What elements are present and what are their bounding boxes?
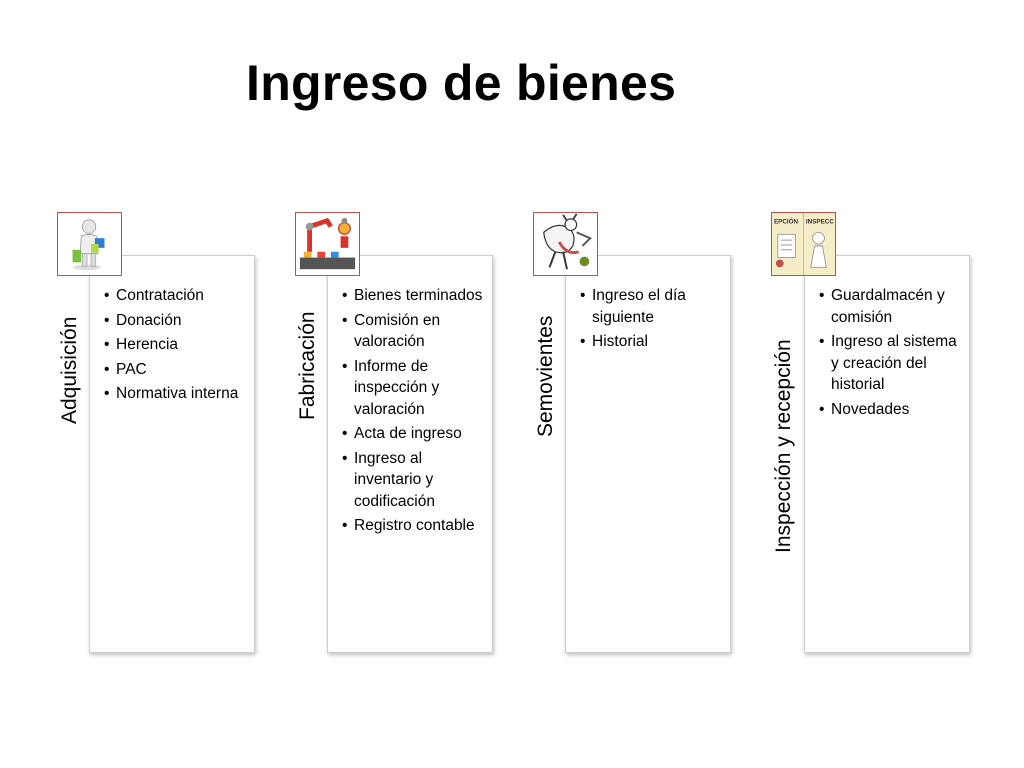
list-item: Ingreso al sistema y creación del histor… [818, 331, 963, 396]
label-semovientes: Semovientes [534, 285, 568, 585]
list-item: Ingreso el día siguiente [579, 285, 724, 328]
label-adquisicion: Adquisición [58, 285, 92, 585]
list-item: Historial [579, 331, 724, 353]
card-inspeccion: Guardalmacén y comisión Ingreso al siste… [804, 255, 970, 653]
person-shopping-icon [57, 212, 122, 276]
list-item: Bienes terminados [341, 285, 486, 307]
icon-caption: EPCIÓN [774, 217, 799, 226]
column-label: Inspección y recepción [772, 339, 795, 553]
column-label: Fabricación [296, 311, 319, 420]
list-item: Herencia [103, 334, 248, 356]
card-fabricacion: Bienes terminados Comisión en valoración… [327, 255, 493, 653]
card-list: Guardalmacén y comisión Ingreso al siste… [805, 256, 969, 420]
list-item: Contratación [103, 285, 248, 307]
factory-robot-icon [295, 212, 360, 276]
list-item: PAC [103, 359, 248, 381]
running-animal-icon [533, 212, 598, 276]
card-list: Contratación Donación Herencia PAC Norma… [90, 256, 254, 405]
inspection-documents-icon: EPCIÓN INSPECC [771, 212, 836, 276]
card-list: Ingreso el día siguiente Historial [566, 256, 730, 353]
card-list: Bienes terminados Comisión en valoración… [328, 256, 492, 537]
column-label: Semovientes [534, 315, 557, 437]
label-fabricacion: Fabricación [296, 285, 330, 585]
column-label: Adquisición [58, 316, 81, 424]
list-item: Novedades [818, 399, 963, 421]
card-adquisicion: Contratación Donación Herencia PAC Norma… [89, 255, 255, 653]
list-item: Acta de ingreso [341, 423, 486, 445]
list-item: Ingreso al inventario y codificación [341, 448, 486, 513]
list-item: Normativa interna [103, 383, 248, 405]
list-item: Guardalmacén y comisión [818, 285, 963, 328]
list-item: Registro contable [341, 515, 486, 537]
list-item: Comisión en valoración [341, 310, 486, 353]
list-item: Informe de inspección y valoración [341, 356, 486, 421]
label-inspeccion: Inspección y recepción [772, 285, 806, 585]
page-title: Ingreso de bienes [246, 55, 677, 111]
list-item: Donación [103, 310, 248, 332]
card-semovientes: Ingreso el día siguiente Historial [565, 255, 731, 653]
icon-caption: INSPECC [806, 219, 834, 226]
